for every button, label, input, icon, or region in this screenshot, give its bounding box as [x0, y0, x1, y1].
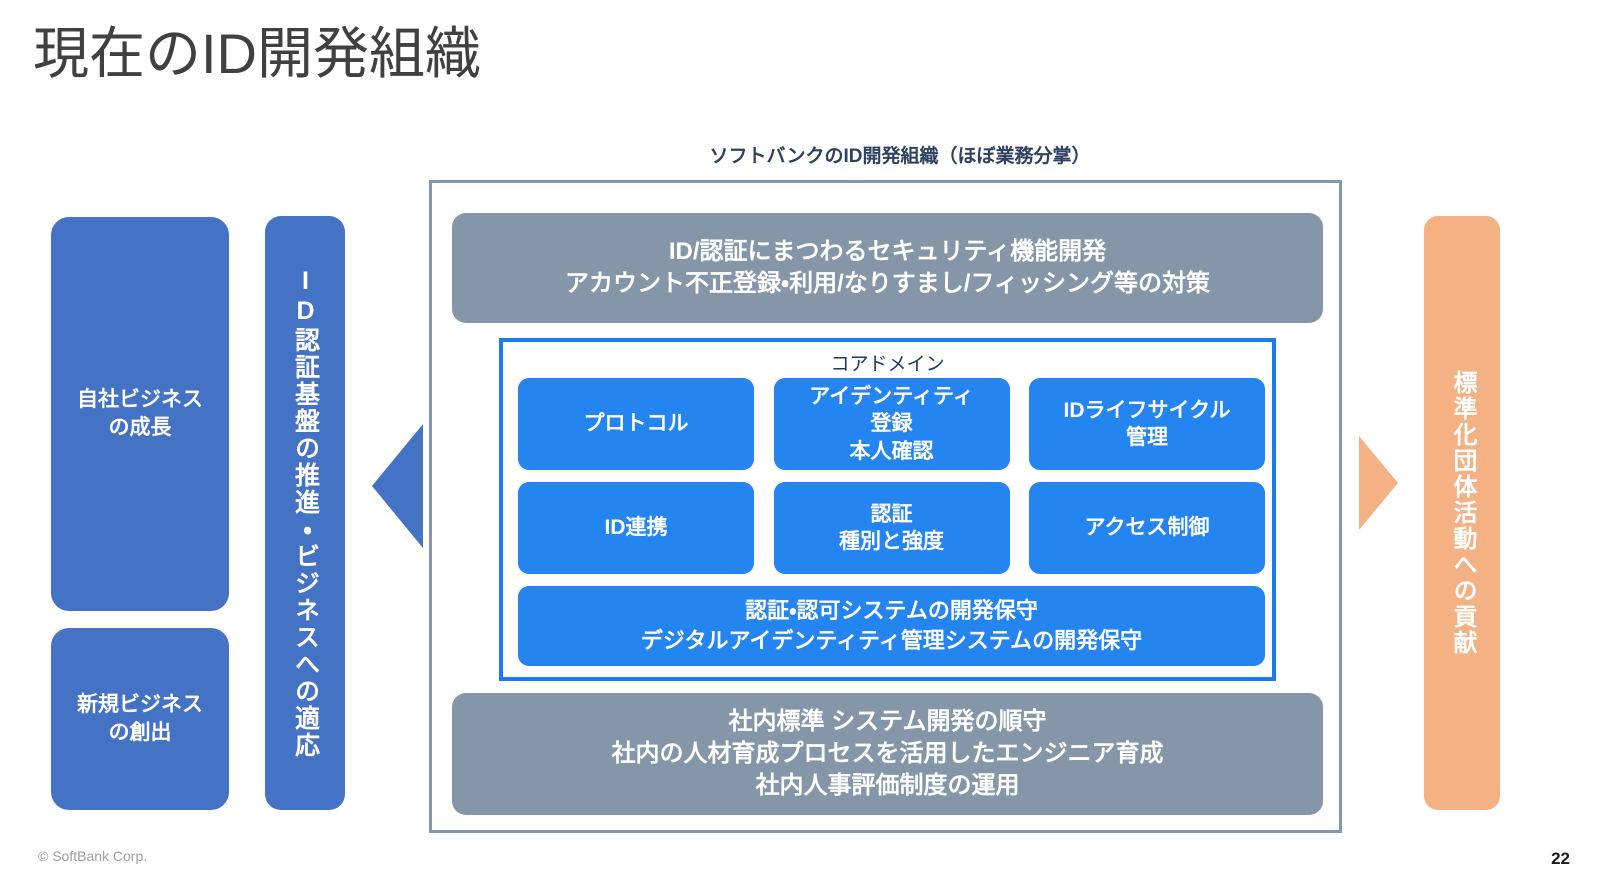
page-title: 現在のID開発組織: [33, 22, 481, 85]
pillar-vertical-label: 標準化団体活動への貢献: [1449, 370, 1476, 656]
diagram-subtitle: ソフトバンクのID開発組織（ほぼ業務分掌）: [709, 146, 1091, 167]
value-box-line1: 自社ビジネス: [77, 387, 203, 411]
core-domain-box: コアドメイン プロトコル アイデンティティ 登録 本人確認 IDライフサイクル …: [499, 338, 1276, 681]
cell-line1: 認証・認可システムの開発保守: [745, 598, 1038, 624]
footer-copyright: © SoftBank Corp.: [38, 848, 148, 864]
arrow-right-icon: [1359, 436, 1398, 530]
cell-line1: アクセス制御: [1084, 516, 1210, 540]
core-domain-grid: プロトコル アイデンティティ 登録 本人確認 IDライフサイクル 管理 ID連携: [518, 378, 1265, 666]
value-box-line1: 新規ビジネス: [77, 692, 203, 716]
cell-line1: ID連携: [604, 516, 668, 540]
band-line2: 社内の人材育成プロセスを活用したエンジニア育成: [611, 740, 1164, 768]
band-internal-standards: 社内標準 システム開発の順守 社内の人材育成プロセスを活用したエンジニア育成 社…: [452, 693, 1323, 815]
org-frame: ID/認証にまつわるセキュリティ機能開発 アカウント不正登録・利用/なりすまし/…: [429, 180, 1342, 833]
cell-line2: デジタルアイデンティティ管理システムの開発保守: [640, 628, 1143, 653]
value-box-line2: の創出: [108, 721, 172, 744]
value-box-line2: の成長: [108, 416, 172, 439]
core-cell-authentication: 認証 種別と強度: [773, 482, 1010, 574]
core-cell-access-control: アクセス制御: [1029, 482, 1265, 574]
cell-line2: 登録: [870, 412, 913, 436]
arrow-left-icon: [372, 424, 423, 548]
band-line2: アカウント不正登録・利用/なりすまし/フィッシング等の対策: [564, 270, 1210, 297]
cell-line1: IDライフサイクル: [1063, 398, 1231, 422]
core-cell-identity-registration: アイデンティティ 登録 本人確認: [773, 378, 1010, 470]
value-box-business-growth: 自社ビジネス の成長: [51, 217, 229, 611]
pillar-vertical-label: ID認証基盤の推進・ビジネスへの適応: [291, 267, 320, 759]
cell-line2: 種別と強度: [839, 530, 944, 553]
cell-line1: 認証: [870, 502, 913, 526]
band-line3: 社内人事評価制度の運用: [755, 771, 1020, 799]
core-cell-system-development: 認証・認可システムの開発保守 デジタルアイデンティティ管理システムの開発保守: [518, 586, 1265, 666]
cell-line3: 本人確認: [849, 439, 934, 463]
core-domain-row: プロトコル アイデンティティ 登録 本人確認 IDライフサイクル 管理: [518, 378, 1265, 470]
core-cell-protocol: プロトコル: [518, 378, 754, 470]
band-security-functions: ID/認証にまつわるセキュリティ機能開発 アカウント不正登録・利用/なりすまし/…: [452, 213, 1323, 323]
band-line1: 社内標準 システム開発の順守: [728, 708, 1047, 736]
value-box-new-business: 新規ビジネス の創出: [51, 628, 229, 810]
pillar-id-auth-platform: ID認証基盤の推進・ビジネスへの適応: [265, 216, 345, 810]
cell-line1: アイデンティティ: [809, 385, 974, 409]
page-number: 22: [1551, 849, 1570, 868]
core-domain-row: ID連携 認証 種別と強度 アクセス制御: [518, 482, 1265, 574]
core-cell-id-lifecycle: IDライフサイクル 管理: [1029, 378, 1265, 470]
cell-line1: プロトコル: [583, 412, 689, 436]
cell-line2: 管理: [1126, 426, 1168, 449]
pillar-standards-contribution: 標準化団体活動への貢献: [1424, 216, 1500, 810]
core-domain-label: コアドメイン: [830, 354, 945, 375]
band-line1: ID/認証にまつわるセキュリティ機能開発: [668, 238, 1107, 266]
core-cell-id-federation: ID連携: [518, 482, 754, 574]
